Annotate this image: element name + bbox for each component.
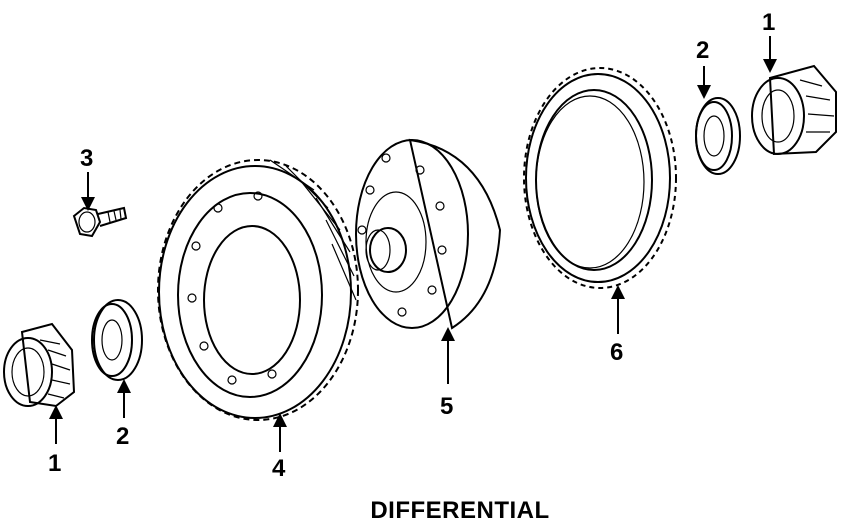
callout-2-left: 2	[116, 423, 129, 450]
leader-lines	[49, 36, 777, 452]
shim-right	[695, 97, 741, 175]
callout-1-left: 1	[48, 450, 61, 477]
callout-2-right: 2	[696, 37, 709, 64]
callout-6: 6	[610, 339, 623, 366]
differential-case	[355, 138, 502, 330]
callout-5: 5	[440, 393, 453, 420]
ring-gear-right	[523, 67, 677, 289]
bearing-right	[751, 64, 837, 156]
callout-3: 3	[80, 145, 93, 172]
ring-gear	[157, 159, 359, 421]
bearing-left	[3, 322, 76, 408]
bolt	[72, 206, 128, 238]
callout-1-right: 1	[762, 9, 775, 36]
diagram-caption: DIFFERENTIAL	[370, 497, 549, 524]
shim-left	[91, 299, 143, 381]
callout-4: 4	[272, 455, 286, 482]
